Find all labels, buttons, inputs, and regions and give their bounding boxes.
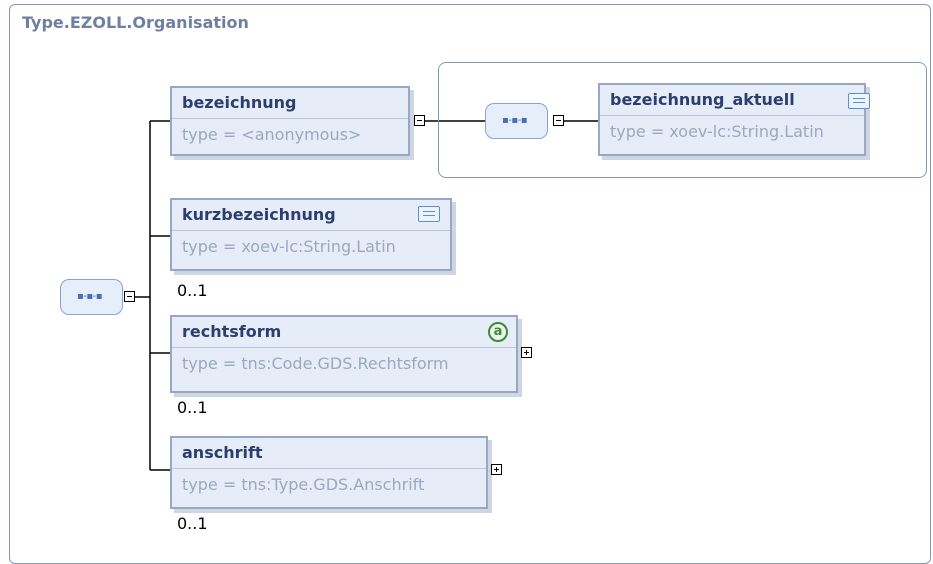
element-type: type = xoev-lc:String.Latin [610, 122, 824, 141]
expand-icon[interactable] [491, 464, 502, 475]
collapse-icon[interactable] [124, 291, 135, 302]
diagram-title: Type.EZOLL.Organisation [22, 13, 249, 32]
element-type: type = xoev-lc:String.Latin [182, 237, 396, 256]
element-bezeichnung-aktuell[interactable]: bezeichnung_aktuell type = xoev-lc:Strin… [598, 83, 870, 156]
element-kurzbezeichnung[interactable]: kurzbezeichnung type = xoev-lc:String.La… [170, 198, 452, 271]
element-type: type = <anonymous> [182, 125, 362, 144]
divider [172, 118, 408, 119]
sequence-compositor-icon: ▪-▪-▪ [77, 291, 103, 302]
element-name: bezeichnung [182, 93, 297, 112]
element-name: rechtsform [182, 322, 282, 341]
attribute-icon: a [488, 322, 508, 342]
sequence-compositor-nested[interactable]: ▪-▪-▪ [485, 103, 548, 139]
divider [172, 468, 486, 469]
element-name: kurzbezeichnung [182, 205, 336, 224]
occurrence-label: 0..1 [177, 398, 208, 417]
element-name: anschrift [182, 443, 263, 462]
connector-lines [129, 120, 598, 471]
element-name: bezeichnung_aktuell [610, 90, 795, 109]
sequence-compositor-icon: ▪-▪-▪ [502, 115, 528, 126]
occurrence-label: 0..1 [177, 281, 208, 300]
divider [172, 230, 450, 231]
anonymous-type-group [438, 62, 927, 178]
element-bezeichnung[interactable]: bezeichnung type = <anonymous> [170, 86, 410, 156]
divider [600, 115, 864, 116]
element-type: type = tns:Type.GDS.Anschrift [182, 475, 425, 494]
documentation-icon [418, 206, 440, 222]
occurrence-label: 0..1 [177, 514, 208, 533]
element-type: type = tns:Code.GDS.Rechtsform [182, 354, 449, 373]
collapse-icon[interactable] [553, 115, 564, 126]
sequence-compositor-main[interactable]: ▪-▪-▪ [60, 279, 123, 315]
expand-icon[interactable] [521, 347, 532, 358]
documentation-icon [848, 93, 870, 109]
collapse-icon[interactable] [414, 115, 425, 126]
divider [172, 347, 516, 348]
element-rechtsform[interactable]: rechtsform a type = tns:Code.GDS.Rechtsf… [170, 315, 518, 393]
element-anschrift[interactable]: anschrift type = tns:Type.GDS.Anschrift [170, 436, 488, 509]
